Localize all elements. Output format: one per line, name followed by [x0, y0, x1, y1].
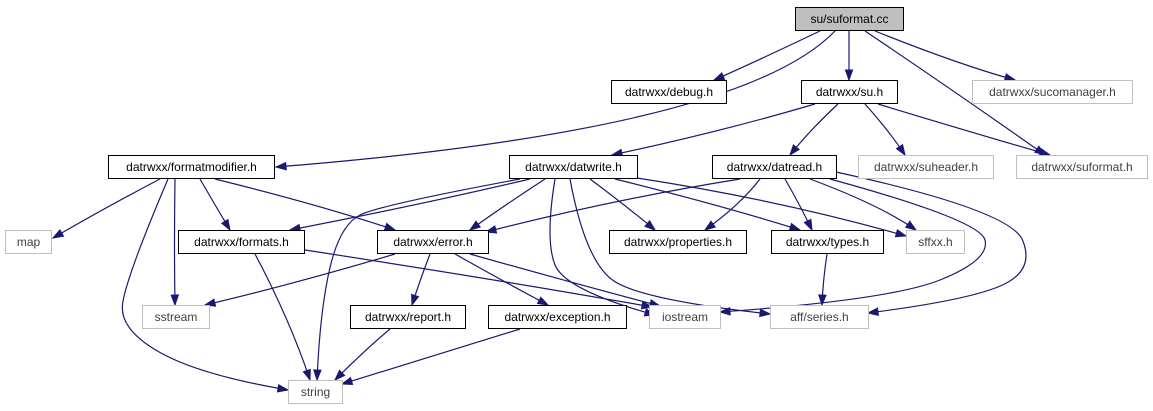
node-su-h[interactable]: datrwxx/su.h: [801, 80, 898, 104]
edge-suformat_cc-to-debug_h: [712, 30, 821, 81]
edge-datwrite_h-to-string: [313, 178, 521, 382]
edge-datread_h-to-series_h: [835, 171, 1027, 316]
edge-error_h-to-sstream: [203, 253, 396, 307]
node-label: datrwxx/sucomanager.h: [989, 85, 1116, 99]
edge-datwrite_h-to-properties_h: [589, 178, 657, 231]
edge-datwrite_h-to-error_h: [468, 178, 546, 231]
node-label: sstream: [155, 310, 198, 324]
node-label: datrwxx/suformat.h: [1031, 160, 1132, 174]
node-label: sffxx.h: [918, 235, 952, 249]
edge-datwrite_h-to-sffxx_h: [636, 177, 908, 238]
edge-datread_h-to-iostream: [718, 178, 987, 316]
node-label: datrwxx/su.h: [816, 85, 883, 99]
node-label: aff/series.h: [790, 310, 848, 324]
node-label: datrwxx/datwrite.h: [525, 160, 622, 174]
edge-report_h-to-string: [333, 328, 391, 382]
node-map: map: [5, 230, 52, 254]
edge-datread_h-to-sffxx_h: [809, 178, 918, 231]
edge-error_h-to-report_h: [411, 253, 431, 307]
edge-datwrite_h-to-formats_h: [288, 178, 531, 233]
node-label: datrwxx/datread.h: [727, 160, 822, 174]
node-datwrite-h[interactable]: datrwxx/datwrite.h: [509, 155, 638, 179]
graph-edges: [51, 30, 1052, 393]
edge-formatmodifier_h-to-sstream: [170, 178, 180, 307]
edge-formatmodifier_h-to-formats_h: [199, 178, 231, 232]
node-iostream: iostream: [649, 305, 721, 329]
node-label: map: [17, 235, 41, 249]
node-formatmodifier-h[interactable]: datrwxx/formatmodifier.h: [108, 155, 275, 179]
edge-formatmodifier_h-to-string: [121, 178, 290, 393]
edge-datread_h-to-types_h: [784, 178, 813, 232]
edge-error_h-to-exception_h: [454, 253, 550, 306]
node-debug-h[interactable]: datrwxx/debug.h: [611, 80, 727, 104]
edge-formats_h-to-iostream: [304, 249, 654, 310]
node-report-h[interactable]: datrwxx/report.h: [350, 305, 466, 329]
edge-datread_h-to-properties_h: [703, 178, 761, 231]
edge-types_h-to-series_h: [818, 253, 828, 307]
node-label: datrwxx/suheader.h: [874, 160, 978, 174]
node-label: datrwxx/types.h: [786, 235, 869, 249]
node-series-h: aff/series.h: [770, 305, 869, 329]
node-types-h[interactable]: datrwxx/types.h: [771, 230, 884, 254]
node-label: datrwxx/debug.h: [625, 85, 713, 99]
node-label: datrwxx/report.h: [365, 310, 451, 324]
node-label: su/suformat.cc: [810, 12, 888, 26]
edge-exception_h-to-string: [340, 328, 521, 386]
edge-formatmodifier_h-to-map: [51, 178, 161, 239]
edge-suformat_cc-to-formatmodifier_h: [274, 30, 836, 171]
edge-suformat_cc-to-su_h: [844, 30, 854, 82]
edge-datread_h-to-error_h: [484, 178, 741, 234]
node-label: datrwxx/formats.h: [194, 235, 289, 249]
node-exception-h[interactable]: datrwxx/exception.h: [488, 305, 627, 329]
edge-datwrite_h-to-types_h: [614, 178, 802, 232]
node-sstream: sstream: [142, 305, 210, 329]
node-formats-h[interactable]: datrwxx/formats.h: [178, 230, 305, 254]
node-suformat-cc[interactable]: su/suformat.cc: [795, 7, 904, 31]
node-suheader-h: datrwxx/suheader.h: [858, 155, 994, 179]
edge-su_h-to-datread_h: [789, 103, 839, 157]
edge-su_h-to-datwrite_h: [610, 103, 816, 157]
node-label: datrwxx/error.h: [393, 235, 472, 249]
graph-nodes: su/suformat.cc datrwxx/debug.h datrwxx/su.…: [5, 7, 1148, 404]
node-label: iostream: [662, 310, 708, 324]
edge-formats_h-to-string: [254, 253, 311, 382]
edge-suformat_cc-to-sucomanager_h: [874, 30, 1017, 82]
edge-formatmodifier_h-to-error_h: [214, 178, 397, 231]
node-datread-h[interactable]: datrwxx/datread.h: [712, 155, 837, 179]
node-sucomanager-h: datrwxx/sucomanager.h: [972, 80, 1133, 104]
node-label: datrwxx/properties.h: [624, 235, 732, 249]
node-label: datrwxx/exception.h: [504, 310, 610, 324]
node-error-h[interactable]: datrwxx/error.h: [377, 230, 489, 254]
node-label: datrwxx/formatmodifier.h: [126, 160, 257, 174]
node-sffxx-h: sffxx.h: [906, 230, 965, 254]
node-suformat-h: datrwxx/suformat.h: [1016, 155, 1148, 179]
node-label: string: [301, 385, 330, 399]
node-string: string: [288, 380, 343, 404]
edge-su_h-to-suheader_h: [864, 103, 906, 157]
node-properties-h[interactable]: datrwxx/properties.h: [609, 230, 747, 254]
